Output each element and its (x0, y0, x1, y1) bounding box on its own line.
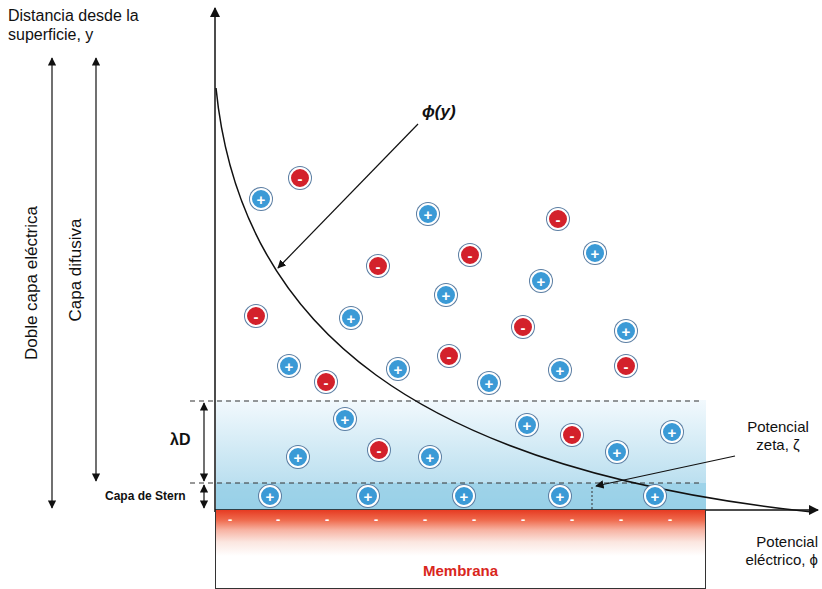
surface-charge: - (472, 513, 476, 526)
cation-circle: + (340, 307, 362, 329)
cation-circle: + (644, 485, 666, 507)
ion-sign: + (556, 489, 565, 504)
cation-circle: + (278, 355, 300, 377)
ion-sign: + (426, 450, 435, 465)
ion-sign: - (254, 309, 259, 324)
stern-arrow (203, 485, 204, 508)
axis-title: Potencial eléctrico, ϕ (722, 533, 818, 569)
cation-circle: + (417, 203, 439, 225)
axis-bracket-label: Doble capa eléctrica (22, 203, 42, 363)
cation-circle: + (661, 421, 683, 443)
layer-label: Capa de Stern (105, 489, 186, 503)
potential-curve (216, 88, 812, 512)
ion-sign: + (523, 418, 532, 433)
anion-circle: - (315, 371, 337, 393)
cation-circle: + (287, 446, 309, 468)
ion-sign: + (266, 489, 275, 504)
ion-sign: + (285, 359, 294, 374)
diffuse-layer-arrow (95, 58, 96, 481)
anion-circle: - (459, 244, 481, 266)
membrane-box: Membrana (215, 510, 706, 589)
ion-sign: + (294, 450, 303, 465)
debye-length: λD (170, 430, 190, 449)
ion-sign: + (347, 311, 356, 326)
ion-sign: + (668, 425, 677, 440)
cation-circle: + (549, 485, 571, 507)
ion-sign: - (556, 212, 561, 227)
double-layer-arrow (51, 58, 52, 508)
anion-circle: - (367, 255, 389, 277)
ion-sign: + (364, 489, 373, 504)
ion-sign: + (613, 445, 622, 460)
ion-sign: - (468, 248, 473, 263)
ion-sign: - (298, 171, 303, 186)
ion-sign: - (570, 428, 575, 443)
cation-circle: + (419, 446, 441, 468)
surface-charge: - (276, 513, 280, 526)
curve-leader (278, 124, 418, 268)
anion-circle: - (512, 316, 534, 338)
ion-sign: - (447, 349, 452, 364)
axis-bracket-label: Capa difusiva (66, 215, 86, 324)
stern-dash (190, 483, 700, 484)
ion-sign: - (376, 259, 381, 274)
membrane-label: Membrana (423, 562, 498, 579)
ion-sign: - (377, 443, 382, 458)
cation-circle: + (453, 485, 475, 507)
anion-circle: - (438, 345, 460, 367)
anion-circle: - (368, 439, 390, 461)
cation-circle: + (435, 284, 457, 306)
zeta-drop (592, 487, 593, 509)
ion-sign: - (624, 359, 629, 374)
ion-sign: + (556, 363, 565, 378)
cation-circle: + (387, 358, 409, 380)
surface-charge: - (668, 513, 672, 526)
ion-sign: + (485, 376, 494, 391)
surface-charge: - (521, 513, 525, 526)
debye-band (216, 400, 706, 510)
surface-charge: - (228, 513, 232, 526)
ion-sign: + (257, 192, 266, 207)
zeta-label: Potencial zeta, ζ (738, 418, 818, 454)
curve-label: ϕ(y) (422, 102, 456, 122)
ion-sign: - (521, 320, 526, 335)
anion-circle: - (245, 305, 267, 327)
cation-circle: + (530, 270, 552, 292)
ion-sign: + (341, 412, 350, 427)
debye-dash (190, 401, 700, 402)
cation-circle: + (615, 320, 637, 342)
ion-sign: + (537, 274, 546, 289)
cation-circle: + (250, 188, 272, 210)
ion-sign: + (394, 362, 403, 377)
cation-circle: + (259, 485, 281, 507)
cation-circle: + (606, 441, 628, 463)
surface-charge: - (619, 513, 623, 526)
ion-sign: + (442, 288, 451, 303)
ion-sign: + (424, 207, 433, 222)
ion-sign: + (651, 489, 660, 504)
ion-sign: - (324, 375, 329, 390)
cation-circle: + (549, 359, 571, 381)
ion-sign: + (460, 489, 469, 504)
ion-sign: + (622, 324, 631, 339)
stern-band (216, 483, 706, 510)
cation-circle: + (357, 485, 379, 507)
cation-circle: + (334, 408, 356, 430)
surface-charge: - (374, 513, 378, 526)
y-axis (214, 8, 216, 512)
debye-arrow (203, 403, 204, 481)
anion-circle: - (547, 208, 569, 230)
cation-circle: + (584, 242, 606, 264)
anion-circle: - (561, 424, 583, 446)
surface-charge: - (570, 513, 574, 526)
axis-title: Distancia desde la superficie, y (8, 6, 198, 44)
surface-charge: - (325, 513, 329, 526)
ion-sign: + (591, 246, 600, 261)
surface-charge: - (423, 513, 427, 526)
cation-circle: + (516, 414, 538, 436)
cation-circle: + (478, 372, 500, 394)
anion-circle: - (615, 355, 637, 377)
anion-circle: - (289, 167, 311, 189)
